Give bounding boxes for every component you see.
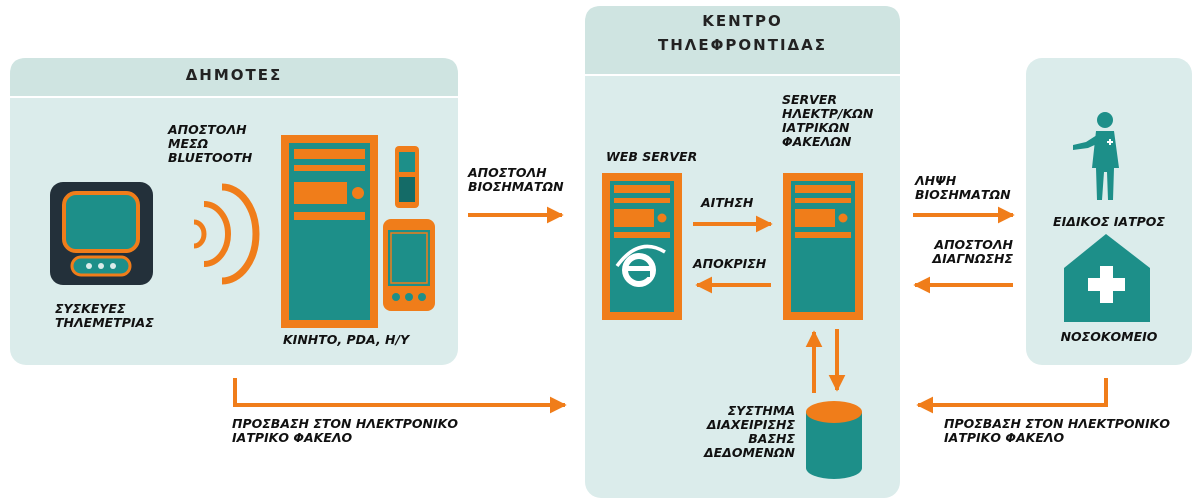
telemetry-device-icon — [50, 182, 153, 285]
records-server-icon — [783, 173, 863, 320]
specialist-label: ΕΙΔΙΚΟΣ ΙΑΤΡΟΣ — [1053, 214, 1165, 229]
hospital-icon — [1064, 234, 1150, 322]
mobile-phone-icon — [395, 146, 419, 208]
center-title-line1: ΚΕΝΤΡΟ — [702, 12, 783, 30]
center-title-line2: ΤΗΛΕΦΡΟΝΤΙΔΑΣ — [658, 36, 827, 54]
telecare-center-panel — [585, 6, 900, 498]
desktop-computer-icon — [281, 135, 378, 328]
internet-explorer-icon — [615, 244, 666, 287]
arrow-access-left — [233, 378, 567, 414]
arrow-access-right — [916, 378, 1108, 414]
request-label: ΑΙΤΗΣΗ — [701, 195, 754, 210]
database-icon — [806, 401, 862, 479]
doctor-icon — [1073, 112, 1119, 200]
pda-icon — [383, 219, 435, 311]
bluetooth-signal-icon — [193, 183, 260, 285]
response-label: ΑΠΟΚΡΙΣΗ — [693, 256, 767, 271]
flow-arrows — [233, 206, 1108, 414]
web-server-label: WEB SERVER — [606, 149, 698, 164]
hospital-label: ΝΟΣΟΚΟΜΕΙΟ — [1060, 329, 1158, 344]
citizens-panel-title: ΔΗΜΟΤΕΣ — [185, 66, 283, 84]
client-devices-label: ΚΙΝΗΤΟ, PDA, Η/Υ — [283, 332, 410, 347]
